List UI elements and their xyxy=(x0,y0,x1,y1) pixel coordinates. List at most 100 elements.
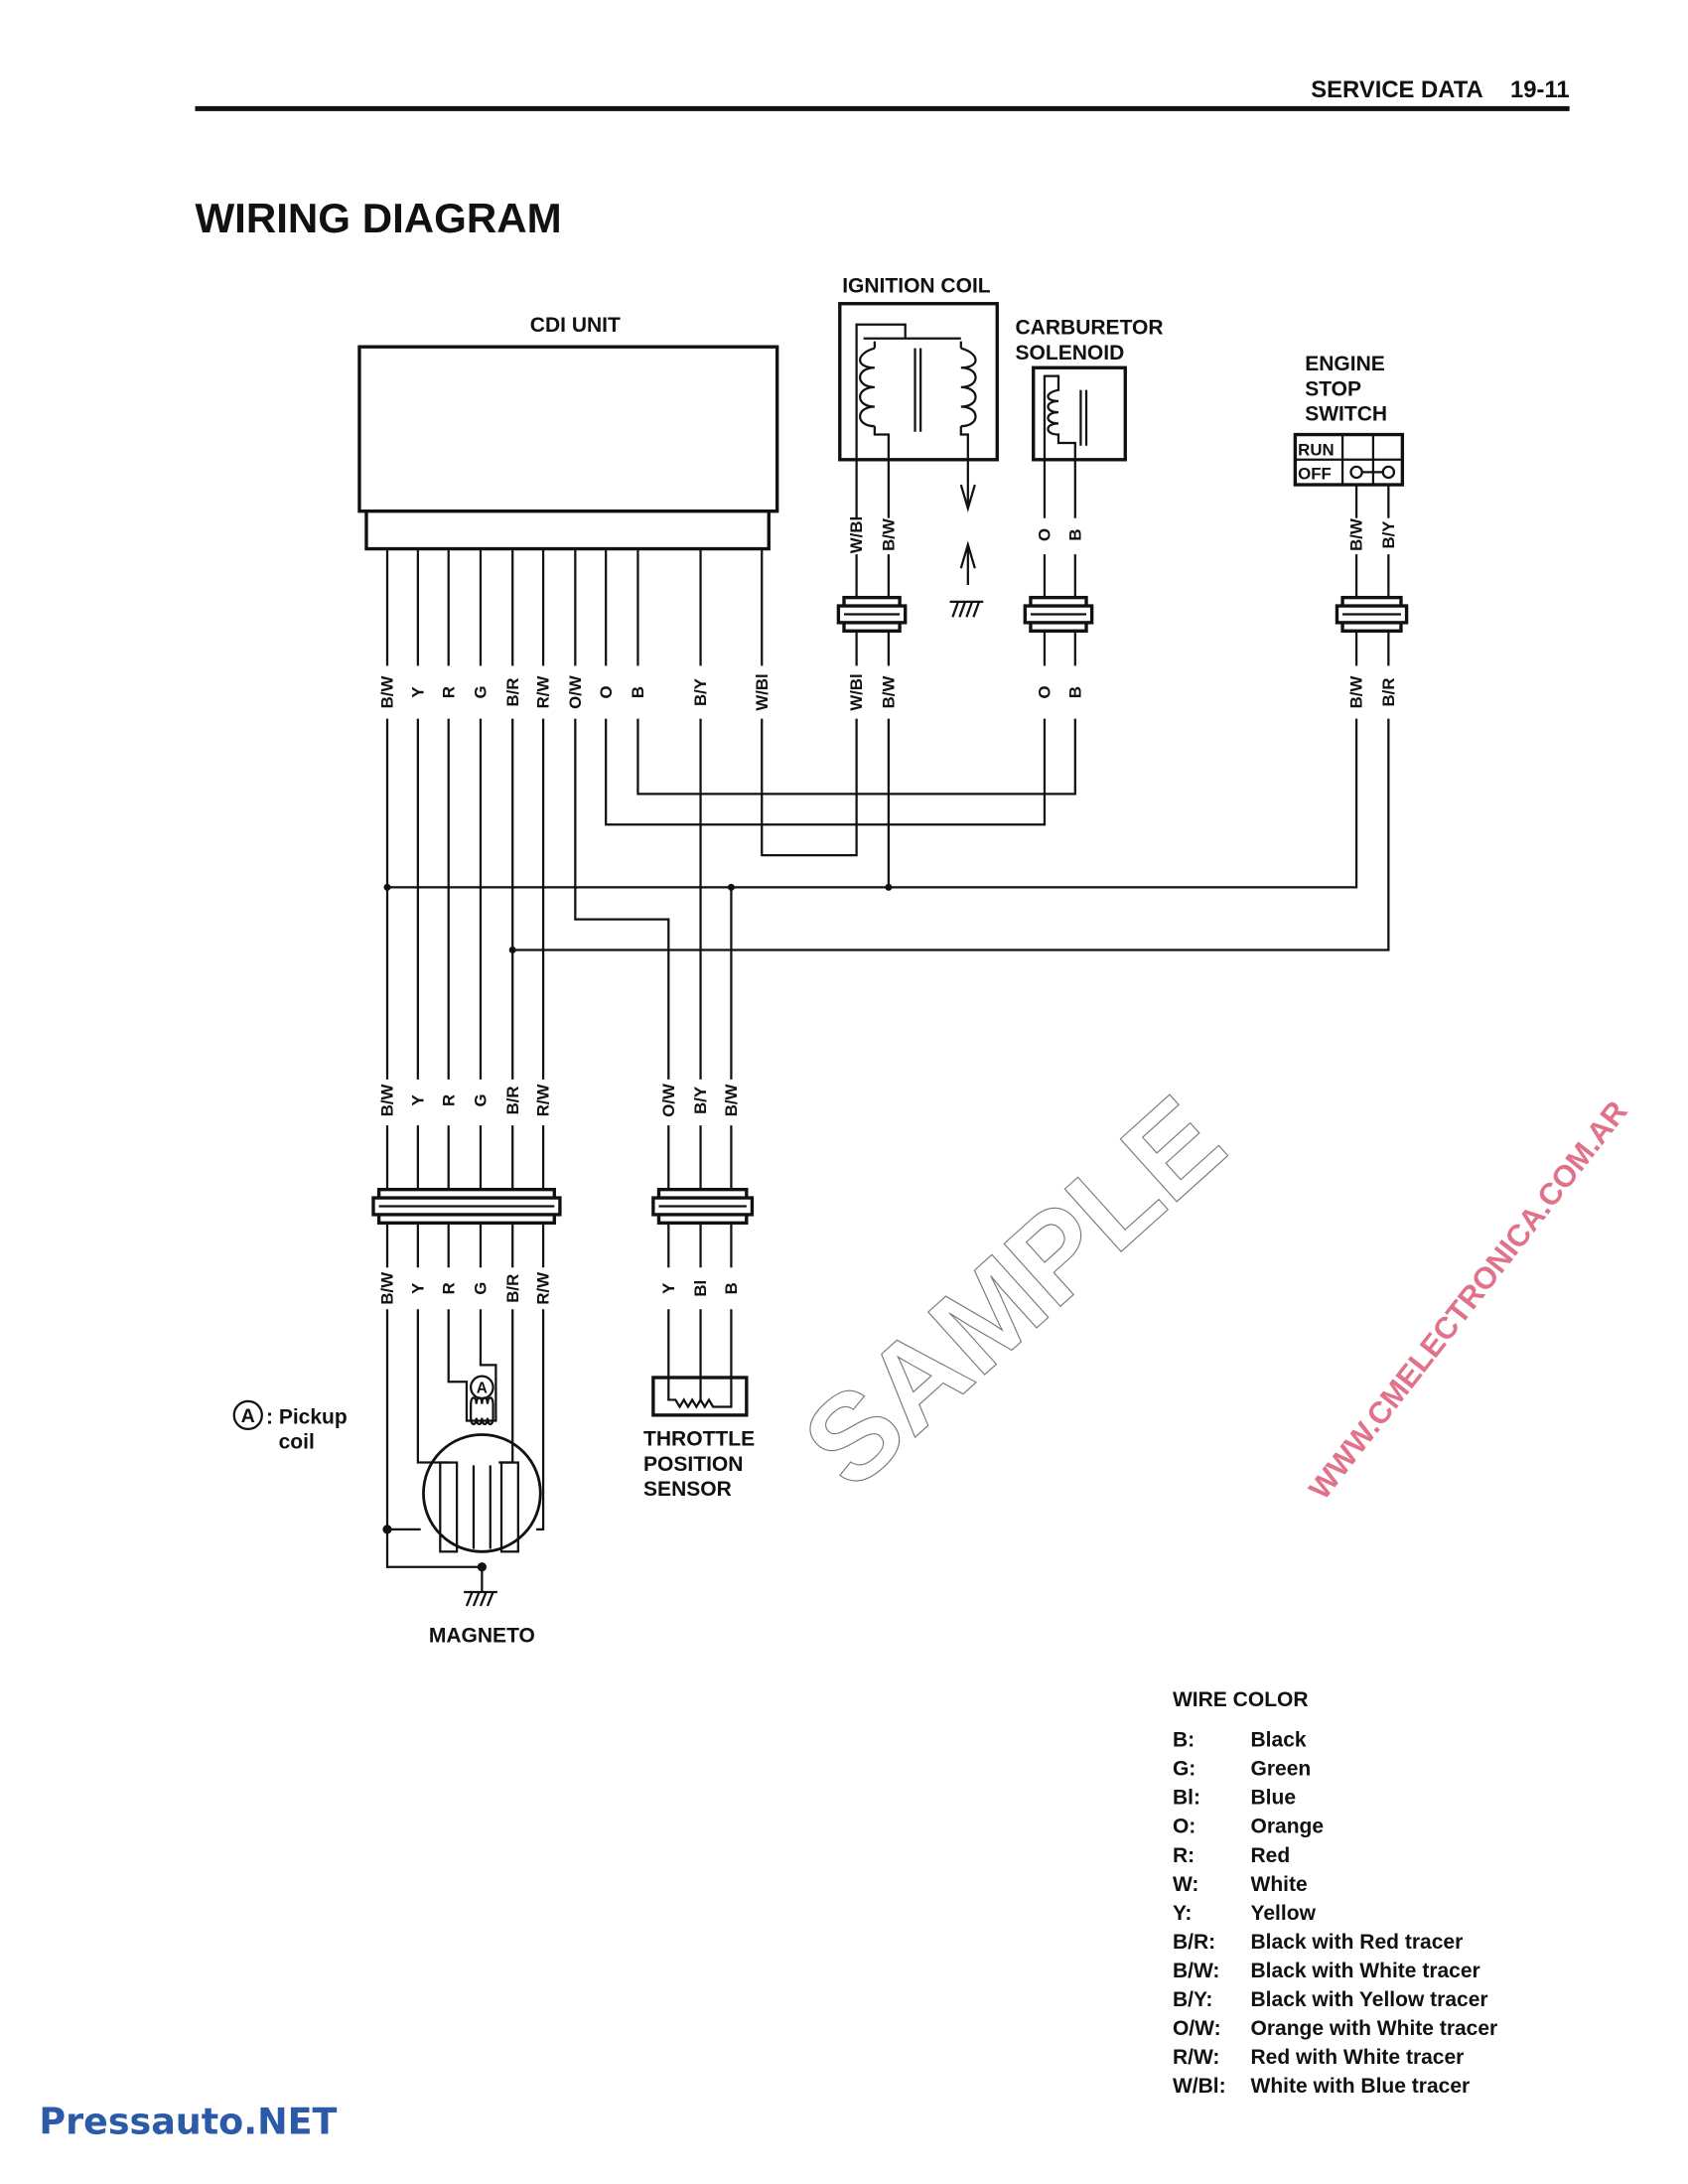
wire xyxy=(761,718,858,857)
wire-label: G xyxy=(472,1093,491,1106)
watermark-word: SAMPLE xyxy=(778,1071,1249,1515)
wire-label: W/Bl xyxy=(847,673,866,710)
junction-dot xyxy=(383,883,391,891)
tps-connector xyxy=(651,1187,755,1226)
wire-label: B/W xyxy=(378,1084,397,1116)
pickup-legend-marker: A xyxy=(241,1405,255,1427)
ignition-coil-connector xyxy=(836,595,908,633)
carb-solenoid-label-2: SOLENOID xyxy=(1015,342,1124,364)
carb-solenoid xyxy=(1032,365,1127,462)
wire-label: W/Bl xyxy=(847,516,866,553)
wire-color-code: G: xyxy=(1173,1758,1196,1781)
wire-color-name: Yellow xyxy=(1251,1902,1317,1925)
connectors xyxy=(371,595,1409,1226)
ignition-coil-label: IGNITION COIL xyxy=(842,275,991,298)
wire-color-name: Black with White tracer xyxy=(1251,1960,1480,1982)
wire-color-code: Bl: xyxy=(1173,1787,1200,1810)
pickup-marker: A xyxy=(477,1380,488,1396)
junction-dot xyxy=(885,883,893,891)
wire-color-code: B: xyxy=(1173,1729,1195,1752)
wire-label: O/W xyxy=(566,675,585,709)
wire-color-code: B/Y: xyxy=(1173,1988,1212,2011)
wire-label: B/R xyxy=(503,1274,522,1303)
wire-label: B xyxy=(629,686,647,698)
wire-color-code: O: xyxy=(1173,1816,1196,1838)
wire-label: Y xyxy=(408,1283,427,1294)
wire-label: Y xyxy=(408,686,427,697)
wire-label: O xyxy=(1036,685,1055,698)
wire-color-name: Green xyxy=(1251,1758,1312,1781)
carb-solenoid-connector xyxy=(1023,595,1094,633)
wire-label: B/W xyxy=(722,1084,741,1116)
wire-label: R xyxy=(439,1094,458,1106)
watermark: SAMPLE WWW.CMELECTRONICA.COM.AR xyxy=(777,1070,1633,1515)
switch-off-label: OFF xyxy=(1298,464,1332,483)
wire-label: G xyxy=(472,1282,491,1295)
wire-color-code: B/R: xyxy=(1173,1931,1215,1954)
wire-label: B/Y xyxy=(1379,521,1398,549)
wire-color-name: Orange xyxy=(1251,1816,1325,1838)
wire-label: R/W xyxy=(534,1272,553,1305)
stop-switch-label-3: SWITCH xyxy=(1305,403,1387,426)
pickup-note-1: : Pickup xyxy=(266,1405,348,1428)
pickup-legend-circle xyxy=(232,1399,263,1431)
wire-label: B xyxy=(1065,528,1084,540)
wire-label: R xyxy=(439,1282,458,1294)
pickup-note-2: coil xyxy=(279,1431,315,1454)
magneto-connector xyxy=(371,1187,562,1226)
engine-stop-switch: RUN OFF xyxy=(1293,432,1405,487)
magneto-icon xyxy=(382,1309,545,1607)
wire-label: O xyxy=(597,685,616,698)
junction-dot xyxy=(727,883,735,891)
wire-label: R/W xyxy=(534,676,553,709)
wire-label: B/W xyxy=(1347,676,1366,709)
wire-color-code: R: xyxy=(1173,1844,1195,1867)
cdi-unit xyxy=(357,345,779,513)
ignition-coil-windings-icon xyxy=(855,323,984,618)
wire-label: Y xyxy=(659,1283,678,1294)
wire-color-code: B/W: xyxy=(1173,1960,1219,1982)
wire-color-code: W: xyxy=(1173,1873,1198,1896)
wire-label: W/Bl xyxy=(753,673,772,710)
wire-color-name: White with Blue tracer xyxy=(1251,2075,1471,2098)
wire-label: B/R xyxy=(503,678,522,707)
wire-label: B xyxy=(722,1282,741,1294)
wire-label: B/W xyxy=(1347,518,1366,551)
wire-label: O/W xyxy=(659,1084,678,1117)
cdi-label: CDI UNIT xyxy=(530,314,621,337)
carb-solenoid-label-1: CARBURETOR xyxy=(1015,317,1163,340)
wire-label: G xyxy=(472,685,491,698)
page-title: WIRING DIAGRAM xyxy=(195,195,561,241)
wires xyxy=(383,459,1390,1268)
stop-switch-label-1: ENGINE xyxy=(1305,353,1385,375)
wire-label: B/W xyxy=(378,1272,397,1305)
wire-color-name: Black with Yellow tracer xyxy=(1251,1988,1488,2011)
wire-color-name: Blue xyxy=(1251,1787,1297,1810)
wire-color-code: O/W: xyxy=(1173,2017,1221,2040)
wire-label: B/W xyxy=(879,518,898,551)
wire xyxy=(387,718,1358,889)
wire xyxy=(574,718,670,1080)
wire-color-name: Black with Red tracer xyxy=(1251,1931,1464,1954)
tps-label-3: SENSOR xyxy=(643,1478,732,1501)
ignition-coil xyxy=(838,302,999,462)
junction-dot xyxy=(508,946,516,953)
wire-label: B/R xyxy=(503,1086,522,1114)
stop-switch-label-2: STOP xyxy=(1305,377,1361,400)
pickup-coil-icon xyxy=(447,1309,497,1426)
wire-label: B/Y xyxy=(691,1087,710,1114)
wire-label: O xyxy=(1036,528,1055,541)
wire-color-name: Red xyxy=(1251,1844,1291,1867)
wire-color-name: Orange with White tracer xyxy=(1251,2017,1498,2040)
wire-color-name: Red with White tracer xyxy=(1251,2046,1465,2069)
wire xyxy=(605,718,1047,826)
header-section: SERVICE DATA xyxy=(1311,76,1482,103)
wire-label: Bl xyxy=(691,1280,710,1297)
wire xyxy=(512,718,1390,951)
wire-color-legend: B:BlackG:GreenBl:BlueO:OrangeR:RedW:Whit… xyxy=(1173,1729,1497,2098)
wire-label: B xyxy=(1065,686,1084,698)
header-page-number: 19-11 xyxy=(1510,76,1570,103)
